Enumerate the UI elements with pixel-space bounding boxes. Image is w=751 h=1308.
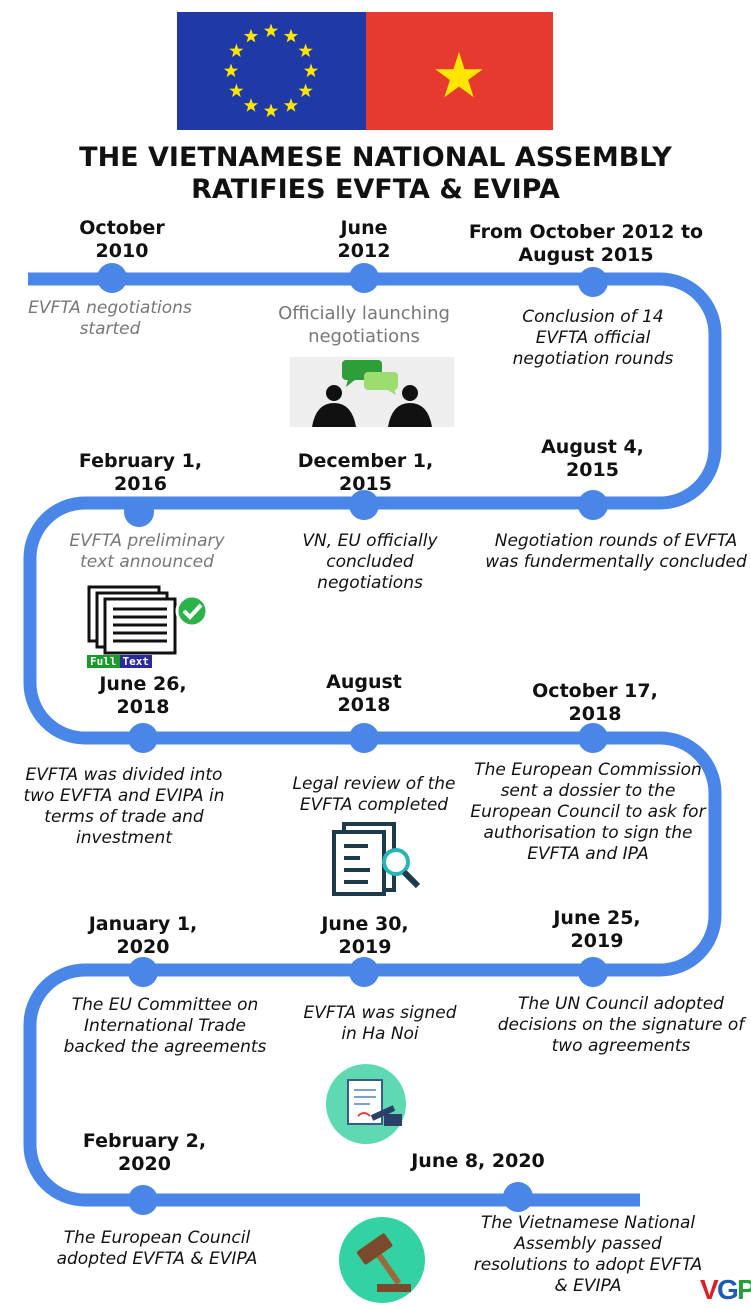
gavel-icon — [339, 1217, 425, 1303]
milestone-date: From October 2012 to August 2015 — [468, 221, 704, 266]
eu-star — [229, 83, 244, 98]
eu-flag — [177, 12, 366, 130]
milestone-date: February 2, 2020 — [82, 1130, 207, 1175]
eu-star — [223, 63, 239, 78]
milestone-date: June 25, 2019 — [553, 907, 641, 952]
eu-star — [243, 98, 259, 112]
vgp-logo: V G P — [700, 1274, 751, 1304]
milestone-date: August 2018 — [326, 671, 402, 716]
timeline-dot — [128, 957, 158, 987]
eu-star — [298, 43, 313, 58]
eu-star — [303, 63, 319, 78]
milestone-text: Officially launching negotiations — [278, 303, 450, 347]
svg-text:G: G — [717, 1274, 739, 1304]
svg-text:V: V — [700, 1274, 719, 1304]
eu-star — [263, 23, 279, 38]
eu-star — [298, 83, 313, 98]
timeline-dot — [128, 1185, 158, 1215]
milestone-date: February 1, 2016 — [78, 450, 203, 495]
timeline-dot — [578, 957, 608, 987]
milestone-text: The European Council adopted EVFTA & EVI… — [56, 1228, 258, 1269]
milestone-text: The UN Council adopted decisions on the … — [497, 994, 745, 1056]
milestone-text: Legal review of the EVFTA completed — [292, 774, 456, 815]
timeline-dot — [578, 267, 608, 297]
timeline-dot — [349, 263, 379, 293]
milestone-date: January 1, 2020 — [88, 913, 198, 958]
timeline-dot — [349, 957, 379, 987]
milestone-text: VN, EU officially concluded negotiations — [302, 531, 438, 593]
vietnam-flag — [366, 12, 553, 130]
milestone-text: The European Commission sent a dossier t… — [470, 760, 706, 864]
timeline-dot — [349, 723, 379, 753]
legal-review-icon — [332, 822, 421, 896]
milestone-text: The Vietnamese National Assembly passed … — [473, 1213, 703, 1296]
eu-star — [283, 28, 299, 43]
eu-stars-icon — [223, 23, 319, 118]
milestone-text: EVFTA was divided into two EVFTA and EVI… — [23, 765, 225, 848]
milestone-text: The EU Committee on International Trade … — [63, 995, 267, 1057]
document-stack-icon — [87, 585, 209, 655]
full-text-document-icon: Full Text — [87, 585, 215, 669]
timeline-dot — [349, 490, 379, 520]
milestone-date: December 1, 2015 — [297, 450, 434, 495]
eu-star — [243, 28, 259, 43]
signing-document-icon — [326, 1064, 406, 1144]
timeline-dot — [97, 263, 127, 293]
milestone-text: Conclusion of 14 EVFTA official negotiat… — [512, 307, 674, 369]
milestone-text: EVFTA was signed in Ha Noi — [303, 1003, 457, 1044]
text-label: Text — [119, 655, 152, 668]
milestone-date: October 2010 — [79, 217, 165, 262]
timeline-dot — [578, 490, 608, 520]
full-label: Full — [87, 655, 120, 668]
milestone-text: EVFTA negotiations started — [28, 298, 192, 339]
milestone-date: June 26, 2018 — [99, 673, 187, 718]
timeline-dot — [124, 497, 154, 527]
milestone-text: Negotiation rounds of EVFTA was funderme… — [485, 531, 747, 572]
eu-star — [263, 103, 279, 118]
page-title: THE VIETNAMESE NATIONAL ASSEMBLY RATIFIE… — [79, 142, 672, 205]
svg-text:P: P — [737, 1274, 751, 1304]
milestone-date: June 30, 2019 — [321, 913, 409, 958]
milestone-date: October 17, 2018 — [532, 680, 658, 725]
milestone-text: EVFTA preliminary text announced — [69, 531, 225, 572]
milestone-date: June 8, 2020 — [411, 1150, 545, 1172]
timeline-dot — [503, 1182, 533, 1212]
vietnam-star-icon — [435, 52, 483, 98]
milestone-date: August 4, 2015 — [541, 436, 644, 481]
timeline-dot — [128, 723, 158, 753]
eu-vietnam-flags — [177, 12, 553, 130]
negotiation-icon — [290, 357, 454, 427]
milestone-date: June 2012 — [337, 217, 391, 262]
eu-star — [283, 98, 299, 112]
eu-star — [229, 43, 244, 58]
timeline-dot — [578, 723, 608, 753]
